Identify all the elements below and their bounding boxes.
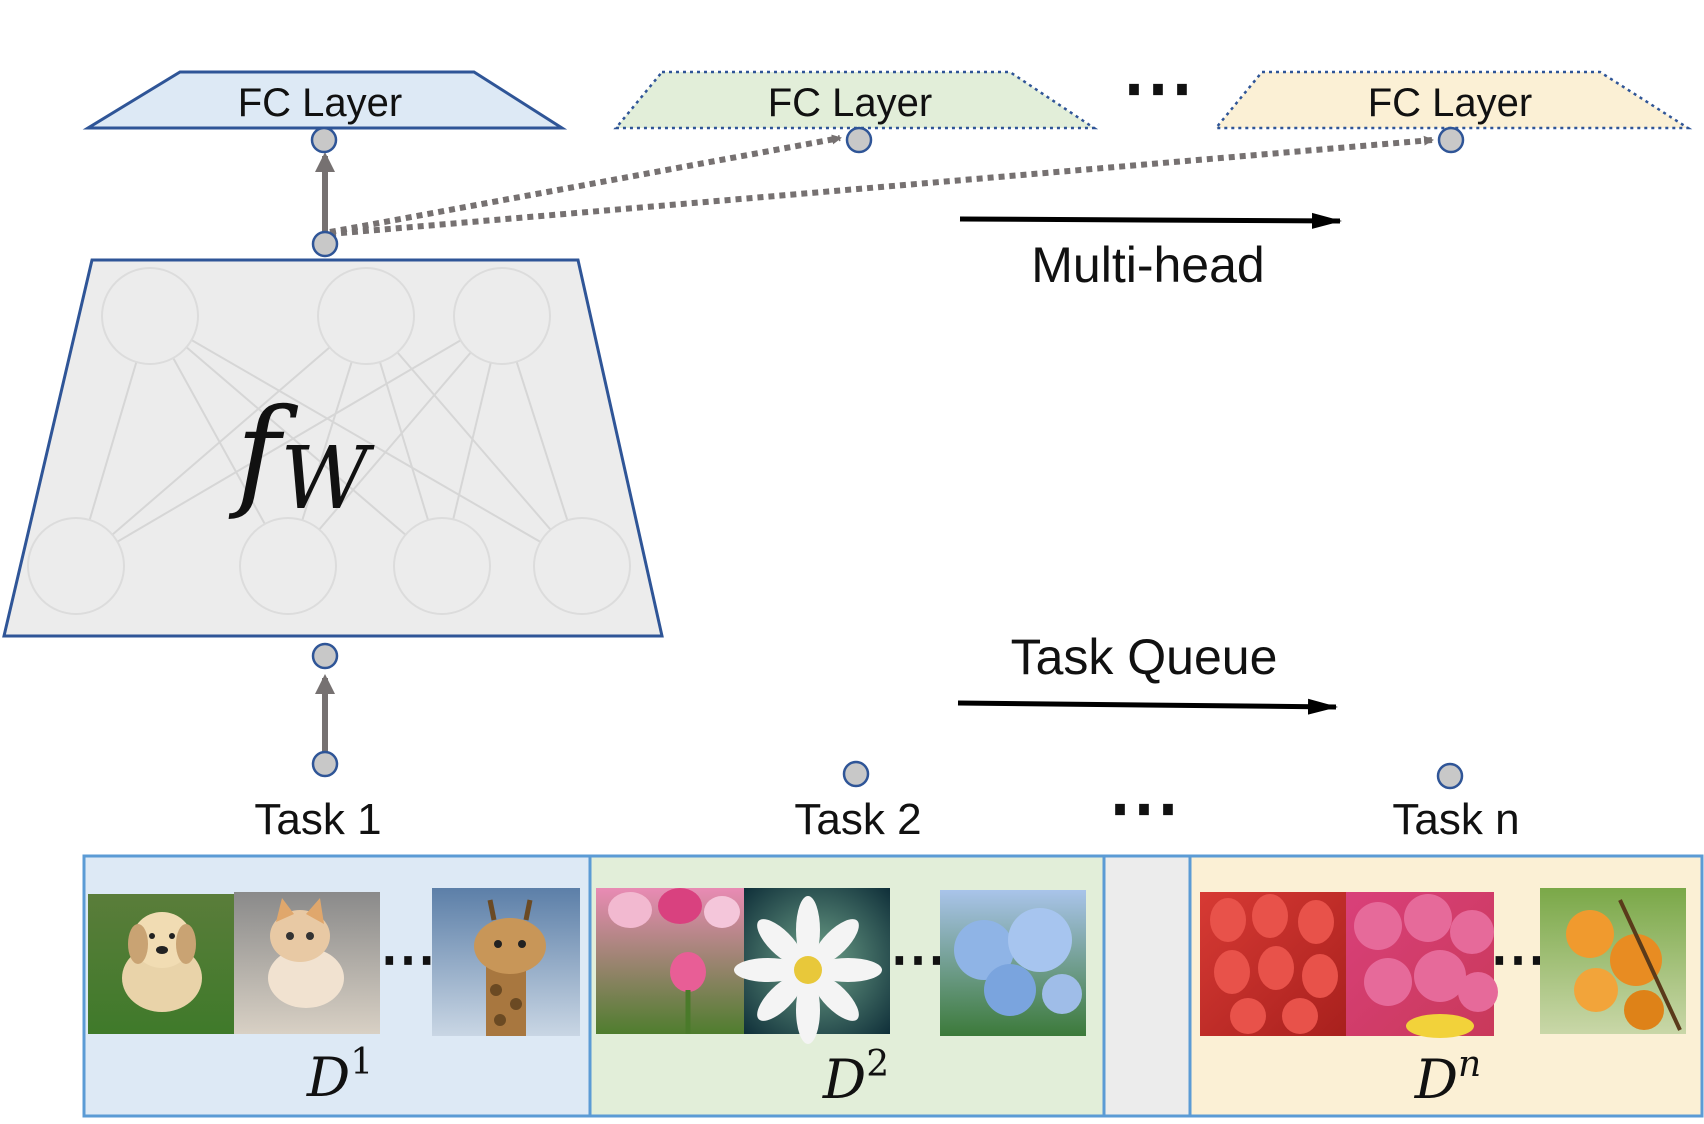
task-queue-arrow	[957, 698, 1338, 715]
fc-head-n-label: FC Layer	[1368, 81, 1533, 125]
head1-node	[310, 126, 338, 154]
task1-dataset-label: D1	[306, 1042, 373, 1109]
fc-head-n: FC Layer	[1213, 70, 1693, 130]
puppy-photo	[88, 894, 234, 1034]
fc-head-2: FC Layer	[613, 70, 1099, 130]
fc-head-1: FC Layer	[82, 70, 568, 130]
hydrangea-photo	[940, 890, 1086, 1036]
task2-dataset-label: D2	[822, 1044, 889, 1111]
multihead-arrow	[959, 212, 1342, 229]
daisy-photo	[734, 888, 890, 1044]
head2-node	[845, 126, 873, 154]
headn-node	[1437, 126, 1465, 154]
task-queue-label: Task Queue	[1011, 629, 1278, 685]
backbone-network: fW	[2, 258, 664, 638]
lychee-photo	[1346, 892, 1498, 1038]
taskn-image-ellipsis: ⋯	[1490, 927, 1546, 990]
backbone-input-node	[311, 642, 339, 670]
tasks-ellipsis: ⋯	[1108, 768, 1180, 848]
backbone-output-node	[311, 230, 339, 258]
multihead-label: Multi-head	[1031, 237, 1264, 293]
apricot-photo	[1540, 888, 1686, 1034]
task2-node	[842, 760, 870, 788]
kitten-photo	[234, 892, 380, 1034]
task1-image-ellipsis: ⋯	[380, 927, 436, 990]
backbone-to-headn-arrow	[329, 135, 1434, 237]
task2-label: Task 2	[794, 795, 921, 844]
fc-head-1-label: FC Layer	[238, 81, 403, 125]
network-neurons	[27, 267, 631, 615]
taskn-label: Task n	[1392, 795, 1519, 844]
tulip-photo	[596, 888, 744, 1034]
strawberry-photo	[1200, 892, 1346, 1036]
fc-head-2-label: FC Layer	[768, 81, 933, 125]
task2-image-ellipsis: ⋯	[890, 927, 946, 990]
ellipsis-box	[1102, 854, 1192, 1118]
taskn-node	[1436, 762, 1464, 790]
backbone-to-head2-arrow	[329, 134, 842, 235]
heads-ellipsis: ⋯	[1122, 48, 1194, 128]
taskn-dataset-label: Dn	[1414, 1044, 1481, 1111]
giraffe-photo	[432, 888, 580, 1036]
task1-node	[311, 750, 339, 778]
task1-label: Task 1	[254, 795, 381, 844]
